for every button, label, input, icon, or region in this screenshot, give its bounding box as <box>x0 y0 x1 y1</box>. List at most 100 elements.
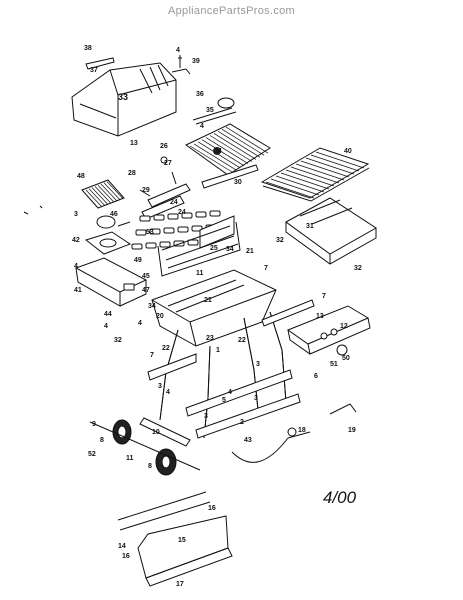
wheel-right <box>155 448 177 476</box>
part-number-label: 4 <box>74 263 78 270</box>
heat-indicator-assembly <box>192 97 237 125</box>
part-number-label: 36 <box>196 91 204 98</box>
part-number-label: 34 <box>226 246 234 253</box>
right-side-shelf <box>285 197 377 265</box>
part-number-label: 2 <box>240 419 244 426</box>
briquette <box>177 226 189 233</box>
part-number-label: 41 <box>74 287 82 294</box>
part-number-label: 8 <box>100 437 104 444</box>
cart-frame <box>139 299 315 447</box>
part-number-label: 42 <box>72 237 80 244</box>
part-number-label: 29 <box>142 187 150 194</box>
briquette <box>159 241 171 248</box>
left-side-shelf <box>74 257 148 307</box>
part-number-label: 22 <box>162 345 170 352</box>
part-number-label: 3 <box>256 361 260 368</box>
part-number-label: 9 <box>92 421 96 428</box>
cooking-grate <box>185 123 271 176</box>
part-number-label: 13 <box>130 140 138 147</box>
briquette-grate <box>81 179 125 209</box>
part-number-label: 51 <box>330 361 338 368</box>
briquette <box>187 239 199 246</box>
part-number-label: 11 <box>126 455 134 462</box>
part-number-label: 4 <box>138 320 142 327</box>
part-number-label: 21 <box>246 248 254 255</box>
part-number-label: 19 <box>348 427 356 434</box>
part-number-label: 32 <box>276 237 284 244</box>
briquette <box>153 214 165 221</box>
briquette <box>195 211 207 218</box>
part-number-label: 24 <box>170 199 178 206</box>
lid-assembly <box>71 62 177 137</box>
part-number-label: 4 <box>228 389 232 396</box>
side-burner <box>84 215 132 255</box>
part-number-label: 22 <box>238 337 246 344</box>
briquette <box>149 228 161 235</box>
wheel-left <box>112 419 132 445</box>
briquette <box>167 213 179 220</box>
part-number-label: 47 <box>142 287 150 294</box>
part-number-label: 52 <box>88 451 96 458</box>
part-number-label: 38 <box>84 45 92 52</box>
part-number-label: 13 <box>316 313 324 320</box>
part-number-label: 34 <box>148 303 156 310</box>
briquette <box>145 242 157 249</box>
part-number-label: 4 <box>166 389 170 396</box>
regulator-hose <box>231 403 357 463</box>
part-number-label: 30 <box>234 179 242 186</box>
part-number-label: 40 <box>344 148 352 155</box>
part-number-label: 46 <box>110 211 118 218</box>
part-number-label: 53 <box>146 229 154 236</box>
part-number-label: 3 <box>158 383 162 390</box>
part-number-label: 27 <box>164 160 172 167</box>
part-number-label: 16 <box>208 505 216 512</box>
part-number-label: 18 <box>298 427 306 434</box>
part-number-label: 37 <box>90 67 98 74</box>
part-number-label: 25 <box>210 245 218 252</box>
part-number-label: 33 <box>118 92 128 102</box>
part-number-label: 26 <box>160 143 168 150</box>
part-number-label: 31 <box>306 223 314 230</box>
part-number-label: 15 <box>178 537 186 544</box>
part-number-label: 4 <box>104 323 108 330</box>
briquette <box>181 212 193 219</box>
part-number-label: 7 <box>150 352 154 359</box>
briquette <box>163 227 175 234</box>
part-number-label: 3 <box>254 395 258 402</box>
part-number-label: 7 <box>322 293 326 300</box>
part-number-label: 6 <box>314 373 318 380</box>
part-number-label: 23 <box>206 335 214 342</box>
part-number-label: 20 <box>156 313 164 320</box>
part-number-label: 1 <box>216 347 220 354</box>
part-number-label: 3 <box>204 413 208 420</box>
part-number-label: 50 <box>342 355 350 362</box>
part-number-label: 14 <box>118 543 126 550</box>
part-number-label: 12 <box>340 323 348 330</box>
grill-body <box>151 215 277 347</box>
part-number-label: 24 <box>178 209 186 216</box>
part-number-label: 3 <box>74 211 78 218</box>
part-number-label: 39 <box>192 58 200 65</box>
briquette <box>135 229 147 236</box>
part-number-label: 48 <box>77 173 85 180</box>
part-number-label: 35 <box>206 107 214 114</box>
part-number-label: 32 <box>114 337 122 344</box>
part-number-label: 16 <box>122 553 130 560</box>
lid-handle <box>85 57 115 70</box>
part-number-label: 7 <box>264 265 268 272</box>
heat-deflector-strip <box>201 164 259 189</box>
axle <box>89 421 201 471</box>
part-number-label: 21 <box>204 297 212 304</box>
hinge-hardware <box>171 55 191 75</box>
part-number-label: 43 <box>244 437 252 444</box>
part-number-label: 28 <box>128 170 136 177</box>
part-number-label: 4 <box>200 123 204 130</box>
part-number-label: 34 <box>214 148 222 155</box>
part-number-label: 17 <box>176 581 184 588</box>
briquette <box>131 243 143 250</box>
part-number-label: 44 <box>104 311 112 318</box>
briquette <box>139 215 151 222</box>
part-number-label: 49 <box>134 257 142 264</box>
